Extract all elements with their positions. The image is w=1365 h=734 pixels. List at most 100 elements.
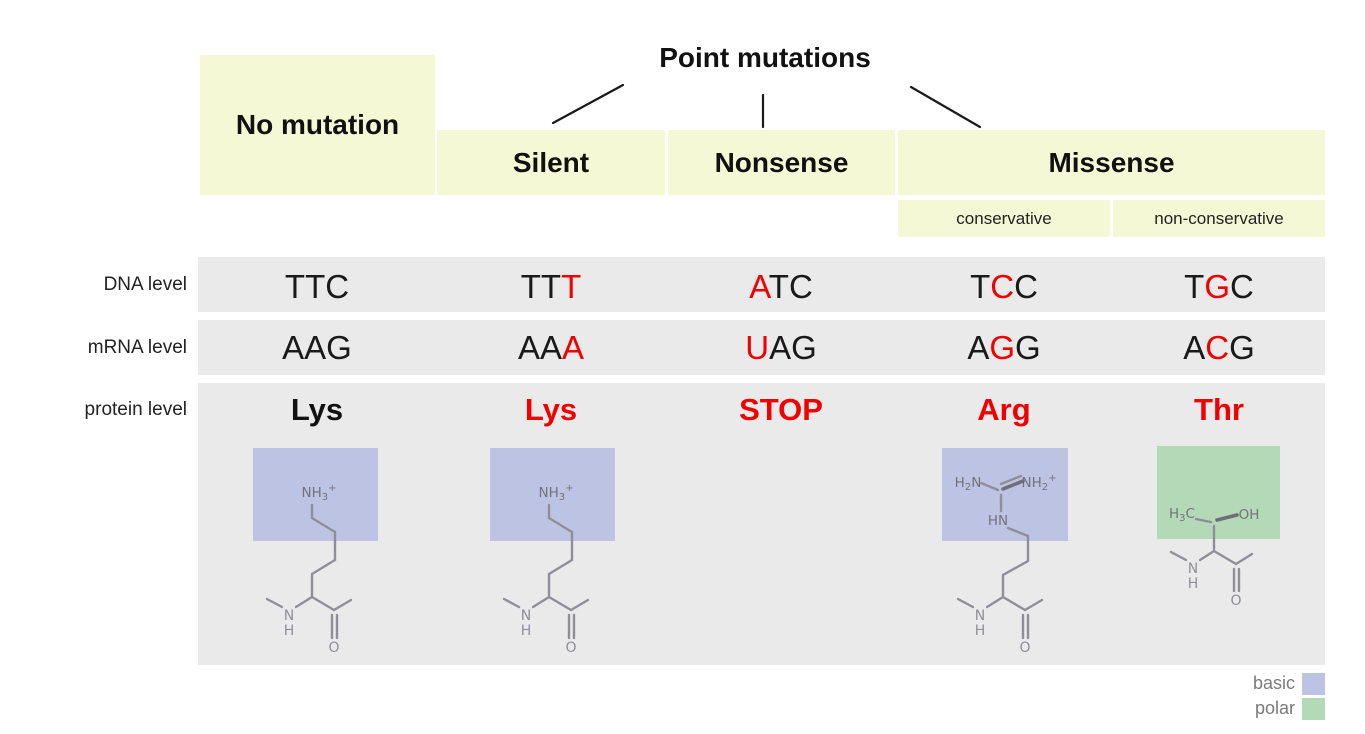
- codon-part: TC: [768, 268, 813, 305]
- polar-highlight-box: [1157, 446, 1280, 539]
- imine-label: HN: [988, 513, 1008, 529]
- codon-part-mutant: T: [561, 268, 582, 305]
- side-chain-bonds: [547, 503, 574, 599]
- backbone-n-label: N: [521, 608, 531, 624]
- codon-part-mutant: A: [562, 329, 585, 366]
- guanidinium-double-bond: [999, 474, 1023, 486]
- header-missense-non-conservative: non-conservative: [1113, 200, 1325, 237]
- codon-part-mutant: A: [749, 268, 769, 305]
- side-chain-bonds: [1001, 534, 1030, 599]
- backbone-h-label: H: [975, 623, 986, 639]
- peptide-stub-bond: [956, 597, 975, 609]
- peptide-stub-bond: [1169, 550, 1188, 562]
- legend-item-basic: basic: [1140, 671, 1325, 696]
- codon-part-mutant: G: [1204, 268, 1230, 305]
- codon-part: AA: [517, 329, 562, 366]
- protein-no-mutation: Lys: [290, 392, 344, 427]
- backbone-n-label: N: [284, 608, 294, 624]
- header-missense-conservative: conservative: [898, 200, 1110, 237]
- codon-part: G: [1229, 329, 1255, 366]
- side-chain-bonds: [310, 503, 337, 599]
- legend-label-polar: polar: [1254, 698, 1295, 718]
- alpha-carbonyl-bond: [1212, 549, 1238, 566]
- row-label-mrna: mRNA level: [87, 337, 187, 358]
- codon-dna-nonsense: ATC: [681, 262, 881, 312]
- carbonyl-o-label: O: [1019, 640, 1030, 656]
- left-amine-label: H2N: [955, 475, 982, 493]
- header-non-conservative-label: non-conservative: [1154, 208, 1284, 228]
- codon-dna-no-mutation: TTC: [217, 262, 417, 312]
- header-nonsense: Nonsense: [668, 130, 895, 195]
- codon-part: C: [1230, 268, 1254, 305]
- basic-highlight-box: [942, 448, 1068, 541]
- codon-part: T: [970, 268, 991, 305]
- header-conservative-label: conservative: [956, 208, 1052, 228]
- codon-part: TT: [520, 268, 562, 305]
- legend-item-polar: polar: [1140, 696, 1325, 721]
- header-nonsense-label: Nonsense: [714, 146, 849, 178]
- structure-lysine-silent: NH3+ N H O: [490, 448, 615, 656]
- codon-mrna-missense-non-conservative: ACG: [1119, 323, 1319, 373]
- codon-mrna-silent: AAA: [451, 323, 651, 373]
- alpha-carbonyl-bond: [310, 595, 336, 612]
- mrna-row-band: [198, 320, 1325, 375]
- tree-connector-lines: [551, 83, 982, 129]
- legend-swatch-basic: [1302, 672, 1325, 695]
- row-label-protein: protein level: [84, 399, 187, 420]
- right-amine-label: NH2+: [1021, 473, 1056, 493]
- amine-group-label: NH3+: [301, 483, 336, 503]
- codon-dna-missense-conservative: TCC: [904, 262, 1104, 312]
- peptide-stub-bond: [332, 598, 353, 612]
- alpha-carbonyl-bond: [547, 595, 573, 612]
- structure-arginine: H2N NH2+ HN N H O: [942, 448, 1068, 656]
- basic-highlight-box: [490, 448, 615, 541]
- alpha-n-bond: [985, 595, 1005, 609]
- alpha-n-bond: [1198, 549, 1216, 562]
- codon-dna-missense-non-conservative: TGC: [1119, 262, 1319, 312]
- carbonyl-o-label: O: [565, 640, 576, 656]
- amine-group-label: NH3+: [538, 483, 573, 503]
- backbone-h-label: H: [1188, 576, 1199, 592]
- backbone-h-label: H: [284, 623, 295, 639]
- codon-mrna-missense-conservative: AGG: [904, 323, 1104, 373]
- legend: basic polar: [1140, 671, 1325, 721]
- codon-mrna-no-mutation: AAG: [217, 323, 417, 373]
- hydroxyl-group-label: OH: [1239, 507, 1260, 523]
- legend-swatch-polar: [1302, 697, 1325, 720]
- backbone-n-label: N: [1188, 561, 1198, 577]
- protein-missense-non-conservative: Thr: [1194, 392, 1244, 427]
- codon-dna-silent: TTT: [451, 262, 651, 312]
- carbonyl-o-label: O: [328, 640, 339, 656]
- header-no-mutation-label: No mutation: [235, 109, 400, 140]
- header-silent: Silent: [437, 130, 665, 195]
- codon-part: C: [1014, 268, 1038, 305]
- codon-part-mutant: G: [989, 329, 1015, 366]
- header-silent-label: Silent: [512, 146, 590, 178]
- codon-part-mutant: C: [990, 268, 1015, 305]
- peptide-stub-bond: [1023, 598, 1044, 612]
- protein-row-band: [198, 383, 1325, 665]
- connector-to-missense: [909, 85, 982, 129]
- codon-mrna-nonsense: UAG: [681, 323, 881, 373]
- protein-nonsense-stop: STOP: [739, 392, 823, 427]
- codon-part: G: [1015, 329, 1041, 366]
- imine-chain-bond: [1006, 526, 1030, 538]
- basic-highlight-box: [253, 448, 378, 541]
- codon-part-mutant: C: [1205, 329, 1230, 366]
- c-hydroxyl-bond: [1215, 513, 1239, 522]
- methyl-c-bond: [1194, 517, 1213, 524]
- header-missense-label: Missense: [1048, 146, 1175, 178]
- protein-missense-conservative: Arg: [977, 392, 1031, 427]
- codon-part: A: [1183, 329, 1206, 366]
- diagram-title: Point mutations: [659, 42, 871, 73]
- alpha-carbonyl-bond: [1001, 595, 1027, 612]
- alpha-n-bond: [531, 595, 551, 609]
- structure-lysine-no-mutation: NH3+ N H O: [253, 448, 378, 656]
- header-no-mutation: No mutation: [200, 55, 435, 195]
- row-label-dna: DNA level: [103, 274, 187, 295]
- peptide-stub-bond: [502, 597, 521, 609]
- carbonyl-o-label: O: [1230, 593, 1241, 609]
- codon-part: AAG: [282, 329, 352, 366]
- amine-c-bond: [979, 481, 1000, 492]
- backbone-n-label: N: [975, 608, 985, 624]
